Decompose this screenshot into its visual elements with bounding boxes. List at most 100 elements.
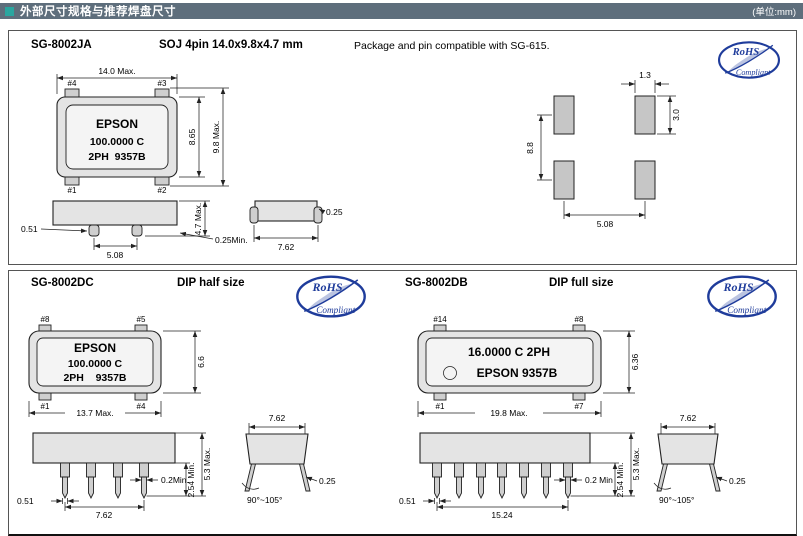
rohs-text: RoHS	[312, 280, 343, 294]
chip-brand: EPSON 9357B	[477, 366, 558, 380]
lead-tip	[543, 476, 549, 500]
lead-shoulder	[139, 462, 149, 478]
dim-pad-row-pitch: 8.8	[525, 142, 535, 154]
model-name-db: SG-8002DB	[405, 277, 468, 289]
solder-pad	[553, 95, 575, 135]
solder-pad	[634, 95, 656, 135]
dim-height: 5.3 Max.	[631, 448, 641, 481]
pin-tab	[38, 392, 52, 401]
lead-tip	[565, 476, 571, 500]
dim-lead-thickness: 0.2Min.	[161, 475, 189, 485]
package-desc-db: DIP full size	[549, 277, 614, 289]
dim-body-height: 8.65	[187, 128, 197, 145]
pin-label: #4	[137, 402, 146, 411]
ja-end-view-dims: 7.62 0.25	[253, 207, 343, 252]
lead-tip	[499, 476, 505, 500]
pin-label: #1	[68, 186, 77, 195]
marking-plate	[65, 104, 169, 170]
lead-shoulder	[432, 462, 442, 478]
pin-label: #5	[137, 315, 146, 324]
dim-pad-height: 3.0	[671, 109, 681, 121]
pin-tab	[134, 392, 148, 401]
lead-tip	[434, 476, 440, 500]
chip-frequency: 16.0000 C 2PH	[468, 345, 550, 359]
dc-end-view: 7.62 0.25 90°~105°	[241, 413, 336, 505]
dim-lead-width: 0.51	[399, 496, 416, 506]
db-top-view: 16.0000 C 2PH EPSON 9357B #14 #8 #1 #7	[417, 315, 602, 411]
drawing-sg8002dc-db: EPSON 100.0000 C 2PH 9357B #8 #5 #1 #4 1…	[17, 315, 746, 520]
marking-plate	[36, 337, 154, 387]
dim-lead-angle: 90°~105°	[247, 495, 282, 505]
panel-sg8002dc-db: SG-8002DC DIP half size SG-8002DB DIP fu…	[8, 270, 797, 536]
package-side	[419, 432, 591, 464]
pin-label: #3	[158, 79, 167, 88]
dim-body-width: 19.8 Max.	[490, 408, 527, 418]
dim-pad-width: 1.3	[639, 70, 651, 80]
ja-pad-layout	[553, 95, 656, 200]
lead-shoulder	[60, 462, 70, 478]
db-top-view-dims: 19.8 Max. 6.36	[417, 330, 640, 418]
pin-label: #14	[433, 315, 447, 324]
dim-standoff: 0.25Min.	[215, 235, 248, 245]
package-side	[52, 200, 178, 226]
lead	[708, 463, 721, 492]
dim-end-width: 7.62	[680, 413, 697, 423]
solder-pad	[634, 160, 656, 200]
feather-quill-icon	[714, 279, 770, 312]
package-end	[657, 433, 719, 465]
j-lead	[249, 206, 259, 224]
compat-note-ja: Package and pin compatible with SG-615.	[354, 40, 550, 52]
chip-code: 2PH 9357B	[63, 372, 126, 384]
drawing-sg8002ja: EPSON 100.0000 C 2PH 9357B #4 #3 #1 #2 1…	[21, 66, 681, 260]
model-name-dc: SG-8002DC	[31, 277, 94, 289]
dim-body-width: 13.7 Max.	[76, 408, 113, 418]
ja-pad-dims: 1.3 3.0 8.8 5.08	[525, 70, 681, 229]
rohs-compliant-text: Compliant	[316, 305, 355, 315]
dim-end-lead-thickness: 0.25	[319, 476, 336, 486]
chip-frequency: 100.0000 C	[90, 136, 145, 148]
dim-body-height: 6.6	[196, 356, 206, 368]
rohs-text: RoHS	[723, 280, 754, 294]
page-title: 外部尺寸规格与推荐焊盘尺寸	[20, 6, 176, 18]
dim-body-width: 14.0 Max.	[98, 66, 135, 76]
lead	[244, 463, 257, 492]
pin-tab	[433, 392, 447, 401]
dim-lead-thickness: 0.25	[326, 207, 343, 217]
dim-lead-length: 2.54 Min.	[186, 463, 196, 498]
chip-brand: EPSON	[96, 117, 138, 131]
dim-height: 5.3 Max.	[202, 448, 212, 481]
rohs-text: RoHS	[732, 47, 760, 58]
j-lead	[131, 224, 143, 237]
dim-lead-pitch: 5.08	[107, 250, 124, 260]
chip-frequency: 100.0000 C	[68, 358, 123, 370]
chip-brand: EPSON	[74, 341, 116, 355]
lead-tip	[115, 476, 121, 500]
lead-tip	[478, 476, 484, 500]
dim-pad-col-pitch: 5.08	[597, 219, 614, 229]
lead-shoulder	[497, 462, 507, 478]
dim-lead-angle: 90°~105°	[659, 495, 694, 505]
solder-pad	[553, 160, 575, 200]
pin-label: #1	[41, 402, 50, 411]
lead-shoulder	[519, 462, 529, 478]
feather-icon	[307, 283, 353, 310]
db-side-view-dims: 0.51 15.24 0.2 Min 2.54 Min. 5.3 Max.	[399, 432, 641, 520]
dim-lead-width: 0.51	[17, 496, 34, 506]
rohs-compliant-text: Compliant	[736, 68, 771, 77]
lead-tip	[88, 476, 94, 500]
dim-lead-span: 15.24	[491, 510, 513, 520]
j-lead	[313, 206, 323, 224]
lead-shoulder	[541, 462, 551, 478]
lead-shoulder	[86, 462, 96, 478]
dim-body-height: 6.36	[630, 353, 640, 370]
dim-end-width: 7.62	[278, 242, 295, 252]
rohs-logo: RoHS Compliant	[717, 41, 781, 79]
accent-square-icon	[5, 6, 14, 16]
page-header: 外部尺寸规格与推荐焊盘尺寸 (单位:mm)	[0, 3, 803, 19]
dim-lead-thickness: 0.2 Min	[585, 475, 613, 485]
pin-label: #1	[436, 402, 445, 411]
unit-label: (单位:mm)	[752, 7, 796, 18]
package-end	[254, 200, 318, 222]
lead-tip	[521, 476, 527, 500]
